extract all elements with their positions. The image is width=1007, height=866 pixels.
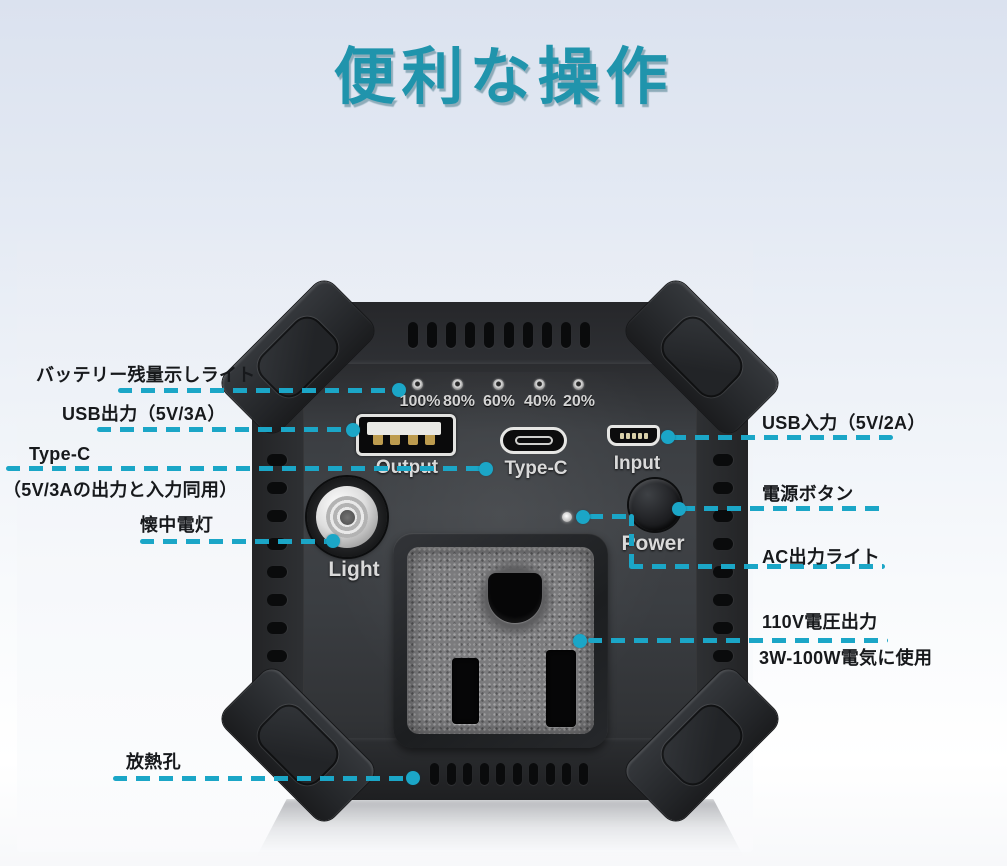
- callout-usb-input: USB入力（5V/2A）: [762, 413, 926, 433]
- callout-dot-type-c: [479, 462, 493, 476]
- callout-line-flashlight: [140, 539, 335, 544]
- callout-ac-output-sub: 3W-100W電気に使用: [759, 648, 933, 668]
- callout-line-usb-input: [672, 435, 893, 440]
- battery-percent-label: 20%: [562, 393, 596, 410]
- usb-contacts: [373, 435, 435, 445]
- callout-dot-ac-light: [576, 510, 590, 524]
- battery-led-80: [452, 379, 463, 390]
- ac-outlet-face: [407, 547, 594, 734]
- micro-usb-input-port: [607, 425, 660, 446]
- callout-line-ac-output: [588, 638, 888, 643]
- callout-flashlight: 懐中電灯: [140, 515, 214, 535]
- callout-line-ac-light-h1: [589, 514, 634, 519]
- battery-percent-label: 40%: [523, 393, 557, 410]
- flashlight-label: Light: [328, 558, 380, 581]
- callout-line-vent: [113, 776, 415, 781]
- battery-percent-label: 100%: [399, 393, 441, 410]
- callout-line-usb-output: [97, 427, 353, 432]
- type-c-port-label: Type-C: [504, 458, 568, 479]
- ground-pin-hole: [488, 573, 542, 623]
- top-vent-row: [408, 321, 590, 348]
- ac-output-led: [562, 512, 572, 522]
- flashlight-lens: [307, 477, 387, 557]
- callout-power-button: 電源ボタン: [762, 484, 854, 504]
- callout-dot-flashlight: [326, 534, 340, 548]
- power-button-label: Power: [621, 532, 685, 555]
- callout-dot-battery: [392, 383, 406, 397]
- battery-led-60: [493, 379, 504, 390]
- callout-vent: 放熱孔: [126, 752, 181, 772]
- ac-outlet: [393, 533, 608, 748]
- flashlight-glass: [326, 496, 368, 538]
- page-title: 便利な操作: [333, 43, 674, 112]
- usb-tongue: [367, 422, 441, 435]
- outlet-slot-left: [452, 658, 479, 724]
- outlet-slot-right: [546, 650, 576, 727]
- callout-usb-output: USB出力（5V/3A）: [62, 404, 226, 424]
- callout-line-power: [681, 506, 887, 511]
- bottom-vent-row: [430, 762, 588, 785]
- usb-a-output-port: [356, 414, 456, 456]
- callout-dot-usb-input: [661, 430, 675, 444]
- battery-led-100: [412, 379, 423, 390]
- callout-line-ac-light-h2: [629, 564, 885, 569]
- battery-led-40: [534, 379, 545, 390]
- callout-type-c-title: Type-C: [29, 444, 91, 464]
- callout-line-type-c: [6, 466, 486, 471]
- device-body: 100% 80% 60% 40% 20% Output Type-C Input…: [252, 302, 748, 800]
- callout-line-ac-light-v: [629, 514, 634, 568]
- callout-dot-usb-output: [346, 423, 360, 437]
- battery-led-20: [573, 379, 584, 390]
- callout-dot-vent: [406, 771, 420, 785]
- flashlight-bulb: [339, 509, 355, 525]
- portable-power-device: 100% 80% 60% 40% 20% Output Type-C Input…: [216, 275, 784, 827]
- usb-input-port-label: Input: [613, 453, 661, 474]
- callout-line-battery: [118, 388, 400, 393]
- callout-dot-power: [672, 502, 686, 516]
- type-c-port: [500, 427, 567, 454]
- callout-ac-output-title: 110V電圧出力: [762, 612, 878, 632]
- callout-ac-light: AC出力ライト: [762, 547, 881, 567]
- callout-dot-ac-output: [573, 634, 587, 648]
- battery-percent-label: 60%: [482, 393, 516, 410]
- battery-percent-label: 80%: [442, 393, 476, 410]
- callout-battery-indicator: バッテリー残量示しライト: [36, 365, 256, 385]
- callout-type-c-sub: （5V/3Aの出力と入力同用）: [3, 480, 238, 500]
